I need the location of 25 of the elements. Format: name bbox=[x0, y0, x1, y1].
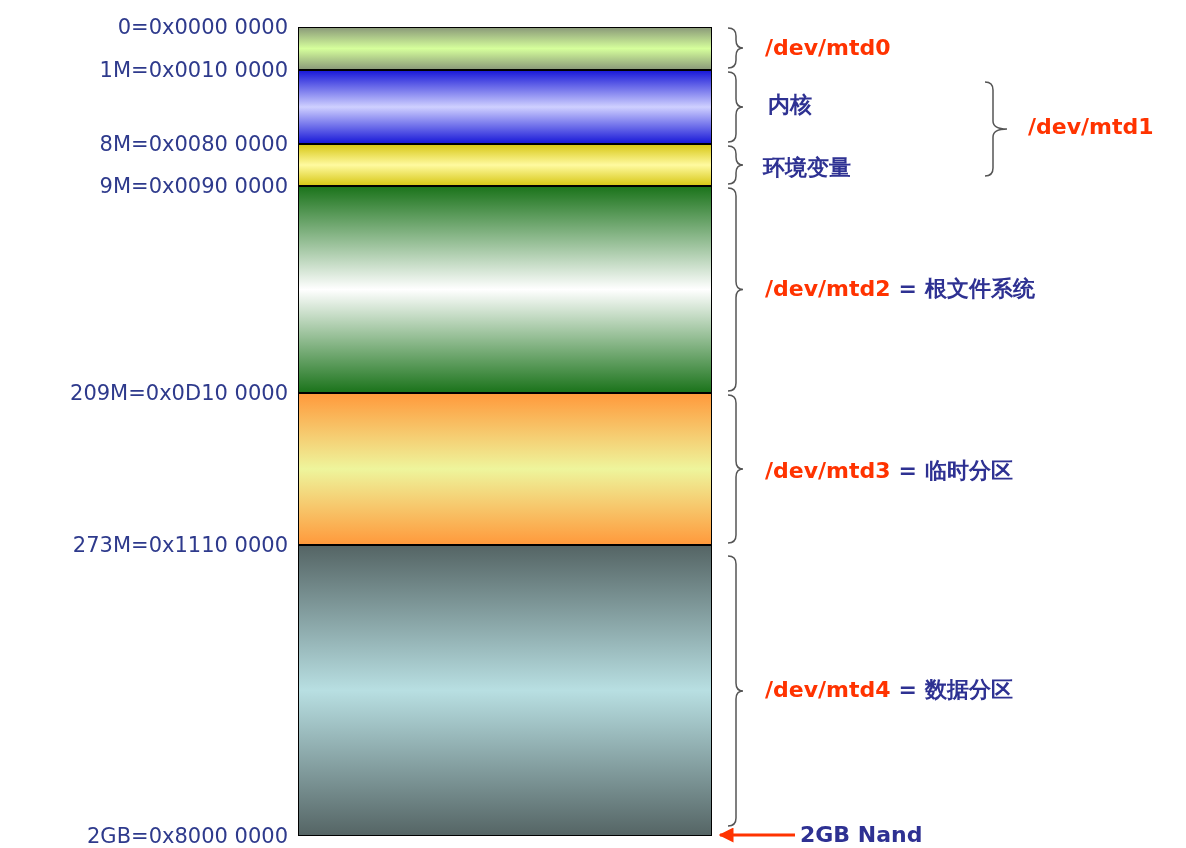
memory-partition-bar bbox=[298, 186, 712, 393]
arrow bbox=[718, 827, 795, 843]
memory-partition-bar bbox=[298, 393, 712, 545]
partition-label: = 临时分区 bbox=[898, 458, 1013, 484]
address-label: 2GB=0x8000 0000 bbox=[87, 823, 288, 848]
partition-label: = 根文件系统 bbox=[898, 276, 1035, 302]
device-name: /dev/mtd2 bbox=[765, 276, 891, 302]
memory-partition-bar bbox=[298, 144, 712, 186]
device-label: 2GB Nand bbox=[800, 822, 923, 848]
partition-label: 内核 bbox=[768, 92, 812, 118]
address-label: 273M=0x1110 0000 bbox=[72, 532, 288, 558]
device-name: /dev/mtd1 bbox=[1028, 114, 1154, 140]
address-label: 8M=0x0080 0000 bbox=[99, 131, 288, 157]
partition-label: = 数据分区 bbox=[898, 677, 1013, 703]
address-label: 0=0x0000 0000 bbox=[117, 14, 288, 40]
memory-partition-bar bbox=[298, 545, 712, 836]
address-label: 209M=0x0D10 0000 bbox=[70, 380, 288, 406]
device-name: /dev/mtd3 bbox=[765, 458, 891, 484]
device-name: /dev/mtd4 bbox=[765, 677, 891, 703]
address-label: 9M=0x0090 0000 bbox=[99, 173, 288, 199]
memory-partition-bar bbox=[298, 27, 712, 70]
device-name: /dev/mtd0 bbox=[765, 35, 891, 61]
address-label: 1M=0x0010 0000 bbox=[99, 57, 288, 83]
memory-partition-bar bbox=[298, 70, 712, 144]
partition-label: 环境变量 bbox=[763, 155, 851, 181]
